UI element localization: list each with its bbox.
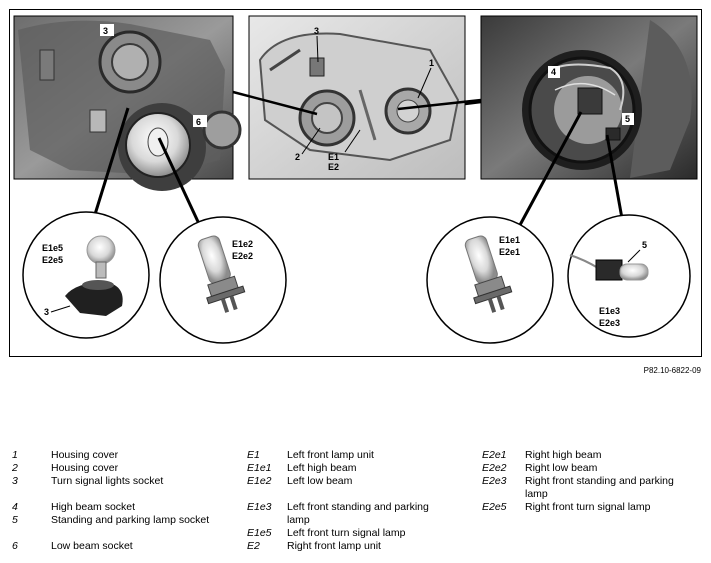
callout-1: 1: [429, 58, 434, 68]
callout-3-middle: 3: [314, 26, 319, 36]
callout-e1e2: E1e2: [232, 239, 253, 249]
callout-e1e3: E1e3: [599, 306, 620, 316]
figure-code: P82.10-6822-09: [643, 366, 701, 375]
callout-e1e5: E1e5: [42, 243, 63, 253]
callout-e2e3: E2e3: [599, 318, 620, 328]
low-beam-bulb-circle: [159, 216, 287, 344]
callout-5-circle: 5: [642, 240, 647, 250]
headlamp-illustration: 3 6 3 1 2 E1 E2 4 5 E1e5 E2e5 3 E1e2 E2e…: [13, 15, 698, 344]
callout-e2e1: E2e1: [499, 247, 520, 257]
callout-e1: E1: [328, 152, 339, 162]
callout-e2: E2: [328, 162, 339, 172]
diagram-figure: 3 6 3 1 2 E1 E2 4 5 E1e5 E2e5 3 E1e2 E2e…: [9, 9, 702, 357]
callout-e2e5: E2e5: [42, 255, 63, 265]
callout-6: 6: [196, 117, 201, 127]
middle-photo: [248, 15, 466, 180]
callout-2: 2: [295, 152, 300, 162]
callout-3-circle: 3: [44, 307, 49, 317]
callout-5-photo: 5: [625, 114, 630, 124]
parking-bulb-circle: [567, 214, 691, 338]
callout-e1e1: E1e1: [499, 235, 520, 245]
callout-3-left: 3: [103, 26, 108, 36]
callout-e2e2: E2e2: [232, 251, 253, 261]
turn-signal-bulb-circle: [22, 211, 150, 339]
right-photo: [480, 15, 698, 180]
left-photo: [13, 15, 242, 191]
high-beam-bulb-circle: [426, 216, 554, 344]
callout-4: 4: [551, 67, 556, 77]
